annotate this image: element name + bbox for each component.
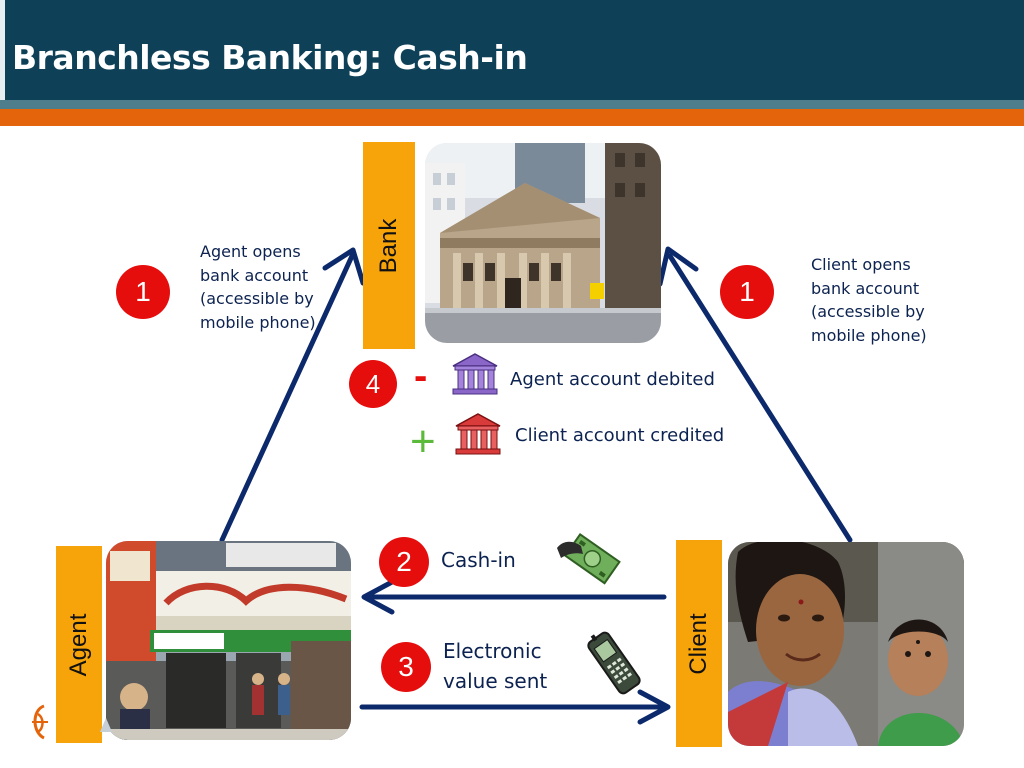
agent-label: Agent bbox=[56, 546, 102, 743]
agent-account-debited-text: Agent account debited bbox=[510, 369, 715, 390]
slide-title: Branchless Banking: Cash-in bbox=[12, 38, 528, 77]
note-line: Client opens bbox=[811, 255, 911, 274]
step-3-badge: 3 bbox=[381, 642, 431, 692]
bank-photo bbox=[425, 143, 661, 343]
label-line: Electronic bbox=[443, 639, 542, 663]
step-1-agent-badge: 1 bbox=[116, 265, 170, 319]
cgap-logo-icon bbox=[26, 702, 118, 747]
header-bar: Branchless Banking: Cash-in bbox=[0, 0, 1024, 100]
note-line: bank account bbox=[811, 278, 920, 298]
arrow-client-to-bank bbox=[667, 253, 853, 543]
arrow-client-to-bank-head bbox=[657, 246, 699, 287]
step-2-badge: 2 bbox=[379, 537, 429, 587]
debit-minus-sign: - bbox=[414, 354, 428, 398]
bank-building-purple-icon bbox=[451, 352, 499, 401]
client-label-text: Client bbox=[685, 612, 712, 675]
mobile-phone-icon bbox=[584, 628, 644, 703]
note-line: bank account bbox=[200, 265, 309, 285]
cash-in-hand-icon bbox=[553, 530, 631, 597]
cash-in-label: Cash-in bbox=[441, 548, 516, 572]
agent-label-text: Agent bbox=[65, 613, 92, 676]
client-account-credited-text: Client account credited bbox=[515, 425, 725, 446]
bank-label-text: Bank bbox=[375, 218, 402, 273]
header-left-accent bbox=[0, 0, 5, 100]
agent-shop-photo bbox=[106, 541, 351, 740]
arrow-agent-to-bank bbox=[219, 253, 355, 543]
step-1-client-badge: 1 bbox=[720, 265, 774, 319]
agent-opens-account-note: Agent opens bank account (accessible by … bbox=[200, 240, 316, 334]
electronic-value-sent-label: Electronic value sent bbox=[443, 636, 547, 696]
note-line: Agent opens bbox=[200, 242, 301, 261]
client-label: Client bbox=[676, 540, 722, 747]
divider-stripe-teal bbox=[0, 100, 1024, 109]
label-line: value sent bbox=[443, 669, 548, 693]
arrow-electronic-value-head bbox=[637, 689, 671, 725]
client-photo bbox=[728, 542, 964, 746]
bank-building-red-icon bbox=[454, 412, 502, 461]
note-line: mobile phone) bbox=[811, 325, 927, 345]
note-line: mobile phone) bbox=[200, 312, 316, 332]
note-line: (accessible by bbox=[811, 302, 925, 321]
divider-stripe-orange bbox=[0, 109, 1024, 126]
client-opens-account-note: Client opens bank account (accessible by… bbox=[811, 253, 927, 347]
credit-plus-sign: + bbox=[410, 417, 436, 466]
bank-label: Bank bbox=[363, 142, 415, 349]
arrow-agent-to-bank-head bbox=[322, 247, 366, 286]
arrow-cash-in-head bbox=[361, 579, 395, 615]
step-4-badge: 4 bbox=[349, 360, 397, 408]
note-line: (accessible by bbox=[200, 289, 314, 308]
